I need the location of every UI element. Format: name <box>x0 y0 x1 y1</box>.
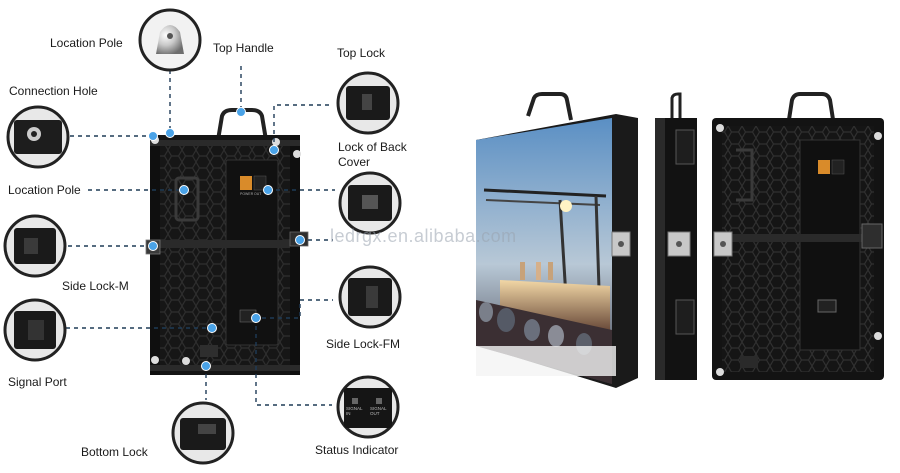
label-location-pole-top: Location Pole <box>50 36 123 50</box>
marking-power-in: POWER <box>240 192 254 196</box>
marking-power-out: OUT <box>254 192 262 196</box>
detail-bottom-lock <box>171 401 235 465</box>
label-status-indicator: Status Indicator <box>315 443 399 457</box>
detail-lock-back-cover <box>338 171 402 235</box>
label-signal-port: Signal Port <box>8 375 67 389</box>
callout-lines <box>66 66 335 406</box>
detail-connection-hole <box>6 105 70 169</box>
marking-signal-in: SIGNAL IN <box>346 406 363 416</box>
label-bottom-lock: Bottom Lock <box>81 445 148 459</box>
cabinet-back-view-right <box>712 92 884 380</box>
label-plate <box>240 176 252 190</box>
callout-dots <box>148 107 305 371</box>
detail-location-pole <box>138 8 202 72</box>
label-top-lock: Top Lock <box>337 46 386 60</box>
label-side-lock-fm: Side Lock-FM <box>326 337 401 351</box>
watermark: ledrgx.en.alibaba.com <box>330 226 517 246</box>
detail-status-indicator <box>336 375 400 439</box>
cabinet-side-view <box>655 92 697 380</box>
label-location-pole-mid: Location Pole <box>8 183 81 197</box>
label-top-handle: Top Handle <box>213 41 274 55</box>
detail-side-lock-fm <box>338 265 402 329</box>
label-lock-back-cover: Lock of Back Cover <box>338 140 407 169</box>
cabinet-front-view <box>476 92 638 388</box>
detail-top-lock <box>336 71 400 135</box>
cabinet-back-view <box>145 108 309 375</box>
detail-side-lock-m <box>3 214 67 278</box>
label-side-lock-m: Side Lock-M <box>62 279 129 293</box>
marking-signal-out: SIGNAL OUT <box>370 406 387 416</box>
detail-signal-port <box>3 298 67 362</box>
label-connection-hole: Connection Hole <box>9 84 98 98</box>
